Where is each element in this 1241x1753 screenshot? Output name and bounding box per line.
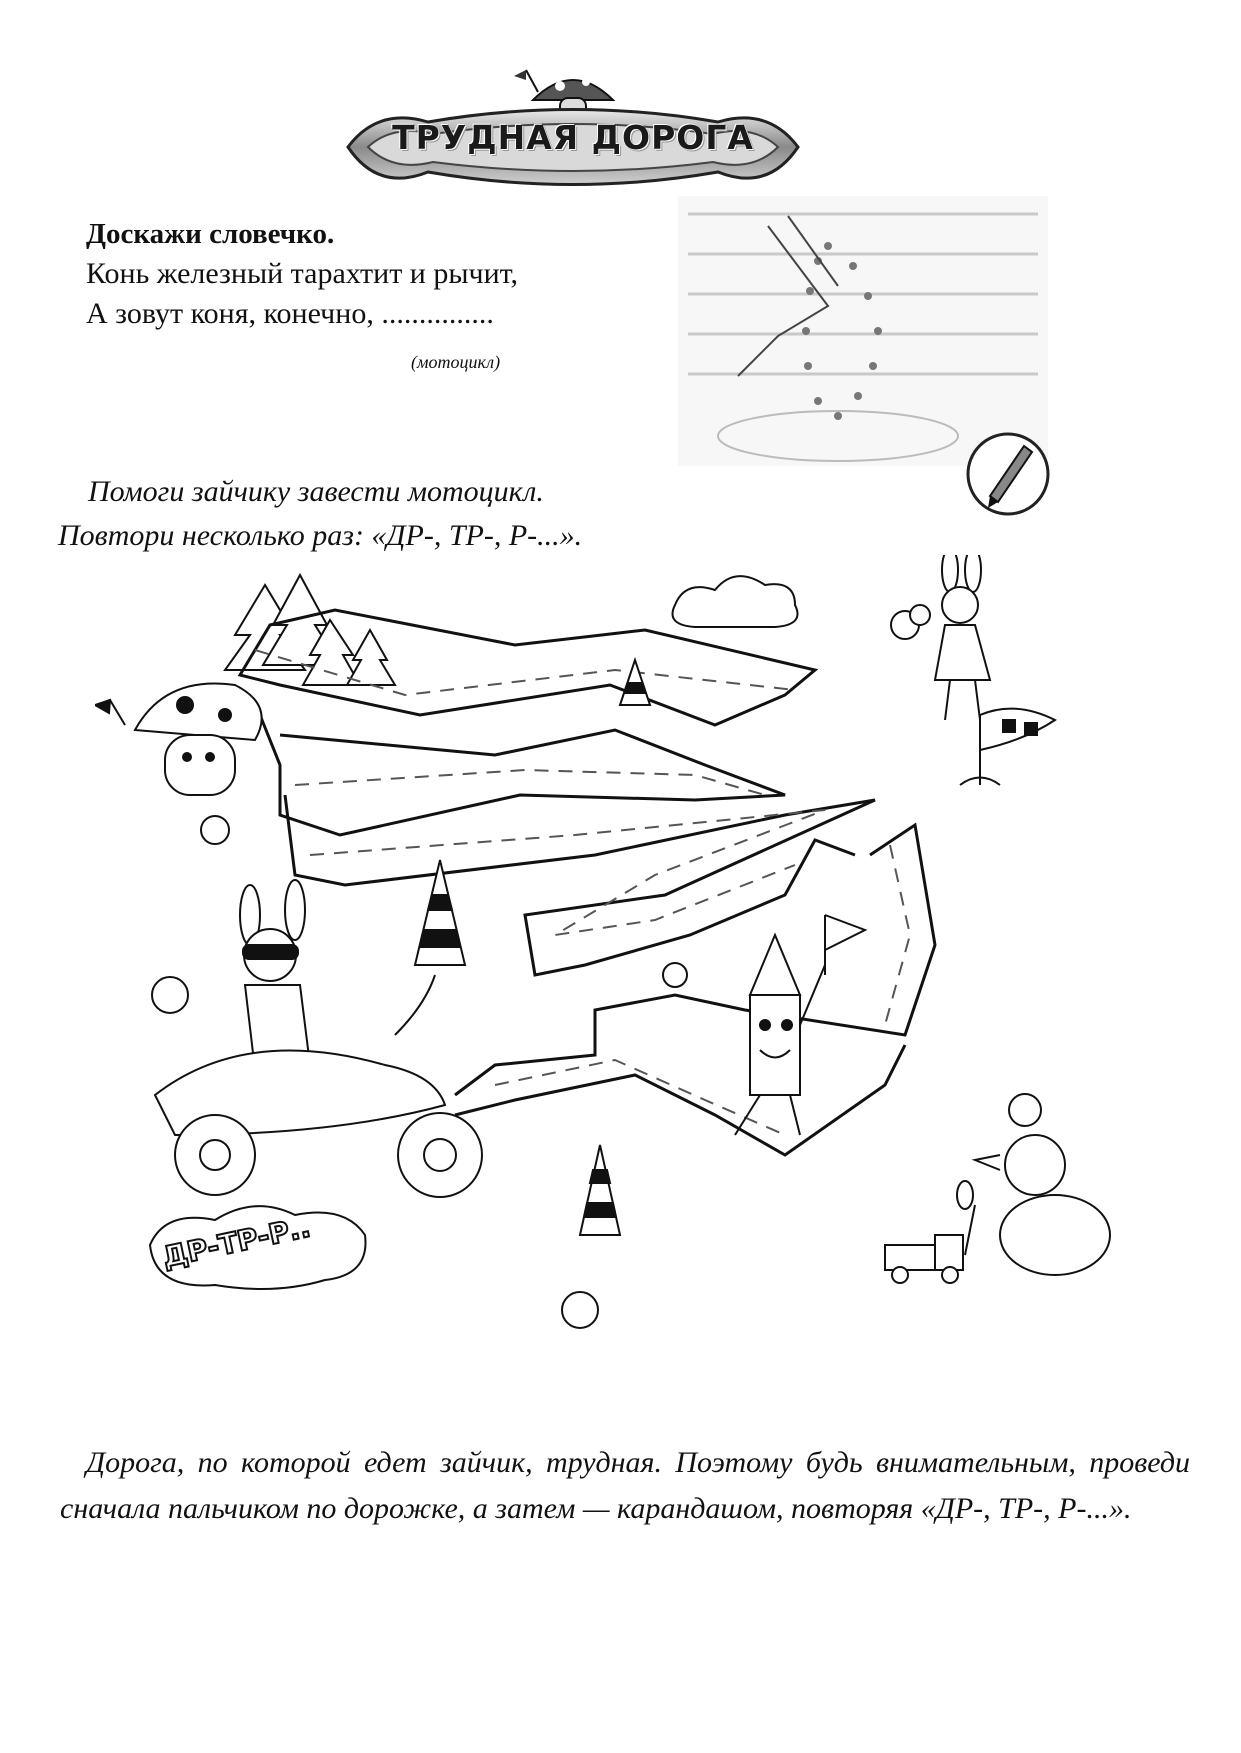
instruction-line-1: Помоги зайчику завести мотоцикл. bbox=[88, 475, 544, 508]
tree-icon bbox=[223, 572, 397, 686]
bunny-on-motorcycle-icon bbox=[153, 879, 483, 1198]
traffic-cone-icon bbox=[413, 656, 652, 1236]
pencil-icon bbox=[966, 432, 1050, 516]
title-banner bbox=[346, 69, 800, 186]
banner-title: ТРУДНАЯ ДОРОГА bbox=[392, 118, 754, 157]
pencil-character-icon bbox=[734, 914, 868, 1136]
bunny-with-flowers-icon bbox=[890, 555, 992, 721]
riddle-answer: (мотоцикл) bbox=[411, 352, 501, 372]
instruction-line-2: Повтори несколько раз: «ДР-, ТР-, Р-...»… bbox=[58, 519, 583, 552]
bottom-instruction: Дорога, по которой едет зайчик, трудная.… bbox=[60, 1446, 1190, 1525]
bleed-through-panel bbox=[678, 196, 1050, 516]
riddle-line-1: Конь железный тарахтит и рычит, bbox=[86, 257, 519, 290]
mushroom-character-icon bbox=[95, 682, 263, 796]
riddle-heading: Доскажи словечко. bbox=[86, 218, 335, 250]
maze-illustration: ДР-ТР-Р.. bbox=[95, 555, 1111, 1329]
finish-flag-icon bbox=[959, 707, 1057, 786]
cloud-icon bbox=[671, 575, 799, 628]
speech-cloud bbox=[148, 1205, 367, 1290]
duckling-icon bbox=[956, 1134, 1111, 1276]
toy-truck-icon bbox=[884, 1234, 964, 1284]
riddle-line-2: А зовут коня, конечно, ............... bbox=[86, 297, 494, 330]
